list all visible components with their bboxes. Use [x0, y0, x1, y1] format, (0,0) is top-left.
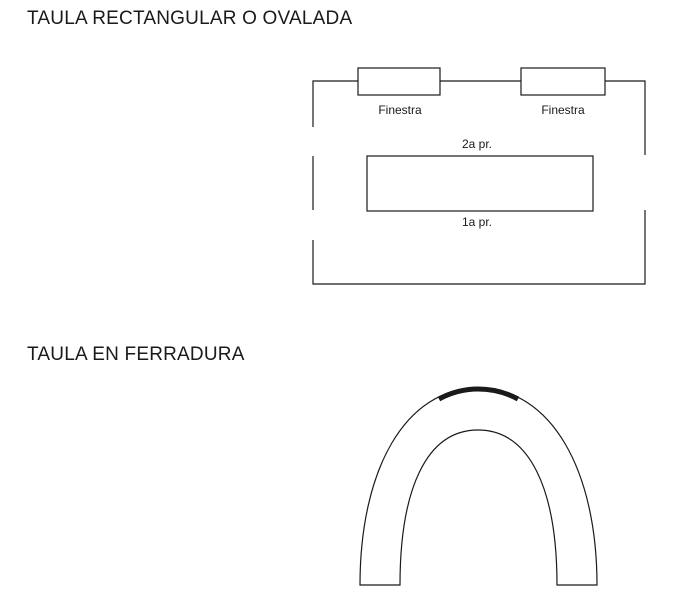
- presidency-segment: [437, 386, 520, 402]
- room-wall-right-bottom: [312, 210, 646, 285]
- second-row-label: 2a pr.: [461, 137, 493, 151]
- room-outline: [312, 80, 646, 285]
- room-wall-top-right: [605, 80, 646, 155]
- window-left-label: Finestra: [378, 103, 422, 117]
- window-right: [520, 67, 606, 96]
- rectangular-table: [366, 155, 594, 212]
- rectangular-table-heading: TAULA RECTANGULAR O OVALADA: [27, 8, 353, 29]
- room-wall-top-left: [312, 80, 358, 127]
- horseshoe-table-heading: TAULA EN FERRADURA: [27, 344, 245, 365]
- window-right-label: Finestra: [541, 103, 585, 117]
- first-row-label: 1a pr.: [461, 215, 493, 229]
- horseshoe-table: [359, 387, 598, 586]
- window-left: [357, 67, 441, 96]
